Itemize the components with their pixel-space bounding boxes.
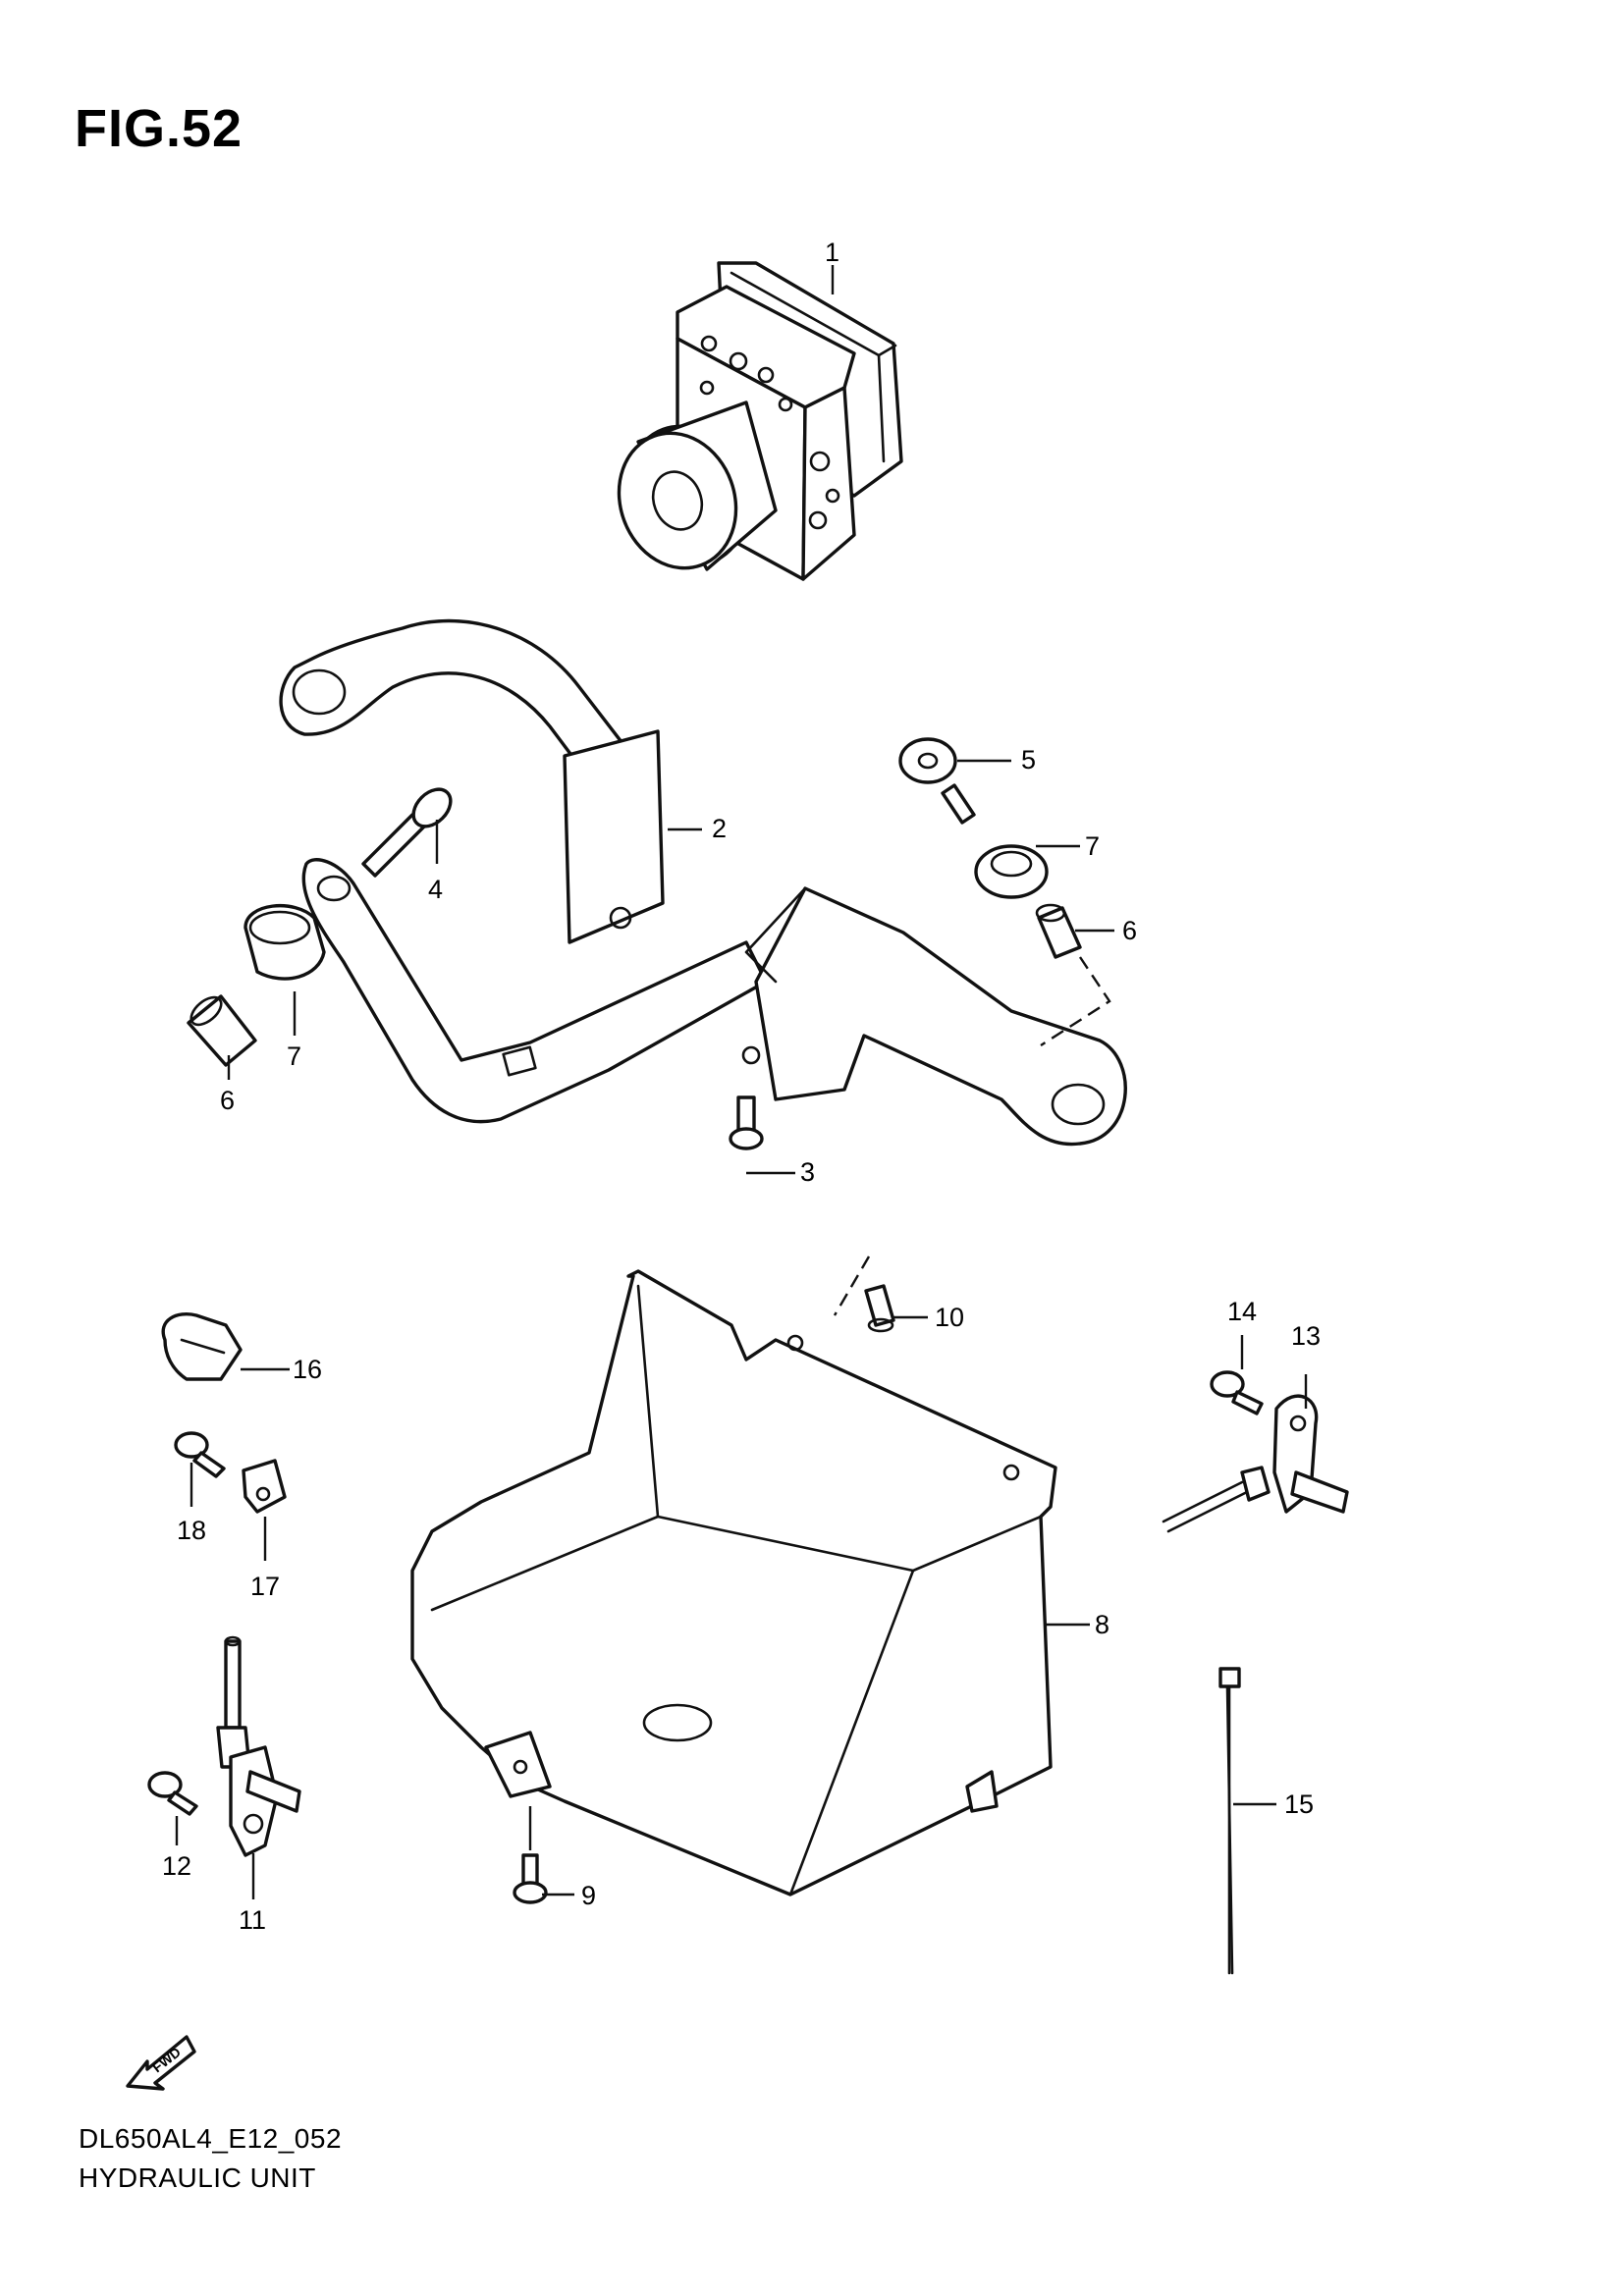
figure-name: HYDRAULIC UNIT [79, 2163, 316, 2193]
grommet-part-7-right [974, 844, 1049, 899]
sensor-part-11 [216, 1635, 301, 1857]
callout-8: 8 [1095, 1610, 1109, 1639]
bolt-part-4 [361, 787, 453, 878]
callout-11: 11 [239, 1905, 266, 1935]
assembly-line-10 [833, 1255, 871, 1316]
cable-tie-part-15 [1218, 1667, 1241, 1975]
callout-17: 17 [250, 1572, 280, 1601]
collar-part-6-left [187, 994, 257, 1067]
assembly-line-6-right [1040, 956, 1111, 1047]
clamp-part-17 [242, 1459, 287, 1514]
bracket-part-2 [279, 618, 1127, 1147]
clamp-part-16 [161, 1312, 243, 1381]
callout-6-left: 6 [220, 1086, 235, 1115]
callout-6-right: 6 [1122, 916, 1137, 945]
callout-9: 9 [581, 1881, 596, 1910]
callout-4: 4 [428, 875, 443, 904]
callout-5: 5 [1021, 745, 1036, 774]
callout-labels: 1 2 3 4 5 6 7 8 9 10 11 12 13 14 15 16 1… [162, 238, 1321, 1935]
bolt-part-9 [513, 1806, 548, 1904]
callout-14: 14 [1227, 1297, 1257, 1326]
sensor-part-13 [1162, 1394, 1349, 1533]
callout-13: 13 [1291, 1321, 1321, 1351]
callout-18: 18 [177, 1516, 206, 1545]
bolt-part-5 [898, 737, 976, 825]
callout-10: 10 [935, 1303, 964, 1332]
bolt-part-12 [147, 1771, 198, 1816]
callout-15: 15 [1284, 1789, 1314, 1819]
grommet-part-7-left [243, 904, 326, 981]
hydraulic-unit-part-1 [617, 261, 903, 581]
callout-7-right: 7 [1085, 831, 1100, 861]
figure-code: DL650AL4_E12_052 [79, 2123, 343, 2154]
bolt-part-3 [729, 1095, 764, 1150]
callout-12: 12 [162, 1851, 191, 1881]
leader-lines [175, 265, 1308, 1899]
figure-title: FIG.52 [75, 99, 243, 158]
callout-2: 2 [712, 814, 727, 843]
bolt-part-14 [1210, 1370, 1264, 1415]
clip-nut-part-10 [864, 1284, 895, 1333]
callout-16: 16 [293, 1355, 322, 1384]
tray-part-8 [410, 1269, 1057, 1896]
callout-1: 1 [825, 238, 839, 267]
forward-arrow-icon: FWD [126, 2035, 196, 2091]
bolt-part-18 [174, 1431, 226, 1478]
callout-3: 3 [800, 1157, 815, 1187]
collar-part-6-right [1035, 903, 1082, 959]
callout-7-left: 7 [287, 1041, 301, 1071]
